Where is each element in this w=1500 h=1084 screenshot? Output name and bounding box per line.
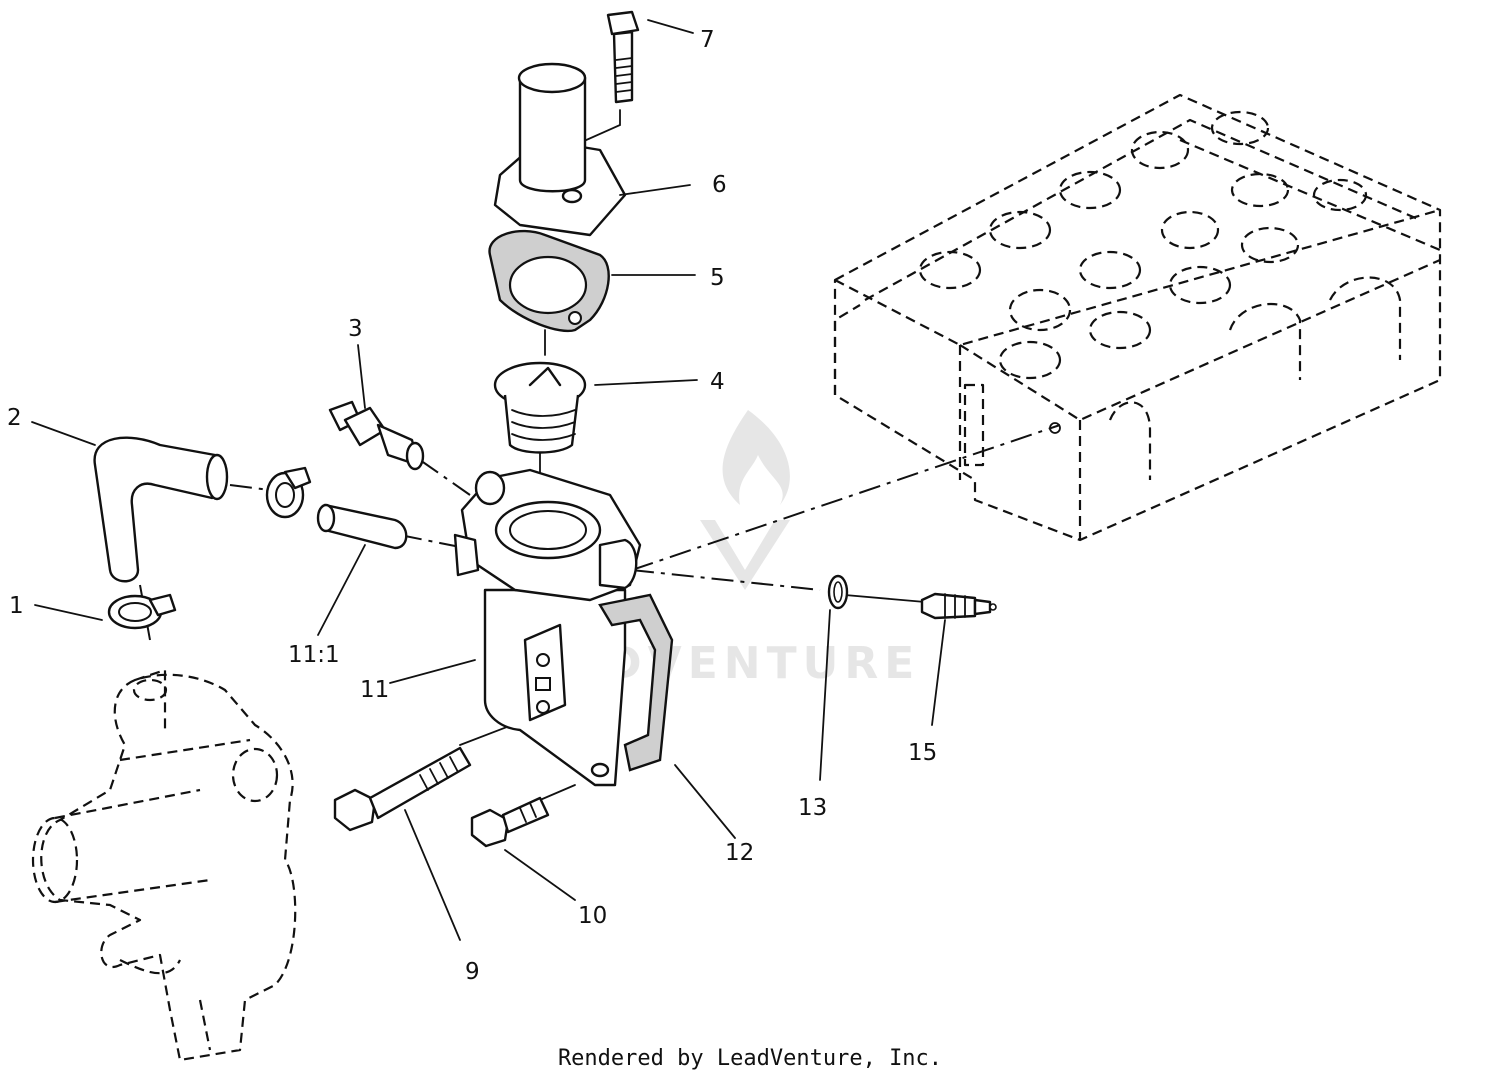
part-7-bolt	[606, 10, 640, 104]
callout-6: 6	[712, 172, 727, 198]
callout-4: 4	[710, 369, 725, 395]
part-3-temperature-sender	[328, 400, 425, 471]
engine-cylinder-head	[833, 93, 1442, 542]
callout-10: 10	[578, 903, 607, 929]
part-2-bypass-hose	[93, 436, 229, 583]
callout-2: 2	[7, 405, 22, 431]
footer-credit: Rendered by LeadVenture, Inc.	[557, 1046, 943, 1071]
callout-3: 3	[348, 316, 363, 342]
callout-leaders	[31, 19, 946, 941]
part-4-thermostat	[493, 361, 587, 454]
callout-15: 15	[908, 740, 937, 766]
callout-12: 12	[725, 840, 754, 866]
callout-9: 9	[465, 959, 480, 985]
callout-7: 7	[700, 27, 715, 53]
part-6-thermostat-cover	[493, 62, 627, 237]
part-11-thermostat-housing	[453, 468, 642, 787]
part-11-1-bypass-pipe	[316, 503, 408, 550]
part-10-short-bolt	[470, 796, 550, 848]
callout-11-1: 11:1	[288, 642, 340, 668]
watermark-logo-icon	[700, 410, 790, 590]
callout-13: 13	[798, 795, 827, 821]
part-5-gasket	[488, 229, 610, 333]
part-15-sensor	[920, 592, 997, 620]
callout-11: 11	[360, 677, 389, 703]
part-13-o-ring	[827, 574, 849, 610]
water-pump-housing	[31, 668, 297, 1062]
callout-1: 1	[9, 593, 24, 619]
hose-clamp-upper	[265, 466, 312, 519]
part-1-hose-clamp	[107, 593, 177, 630]
callout-5: 5	[710, 265, 725, 291]
part-9-long-bolt	[333, 746, 472, 832]
part-12-housing-gasket	[598, 593, 674, 772]
